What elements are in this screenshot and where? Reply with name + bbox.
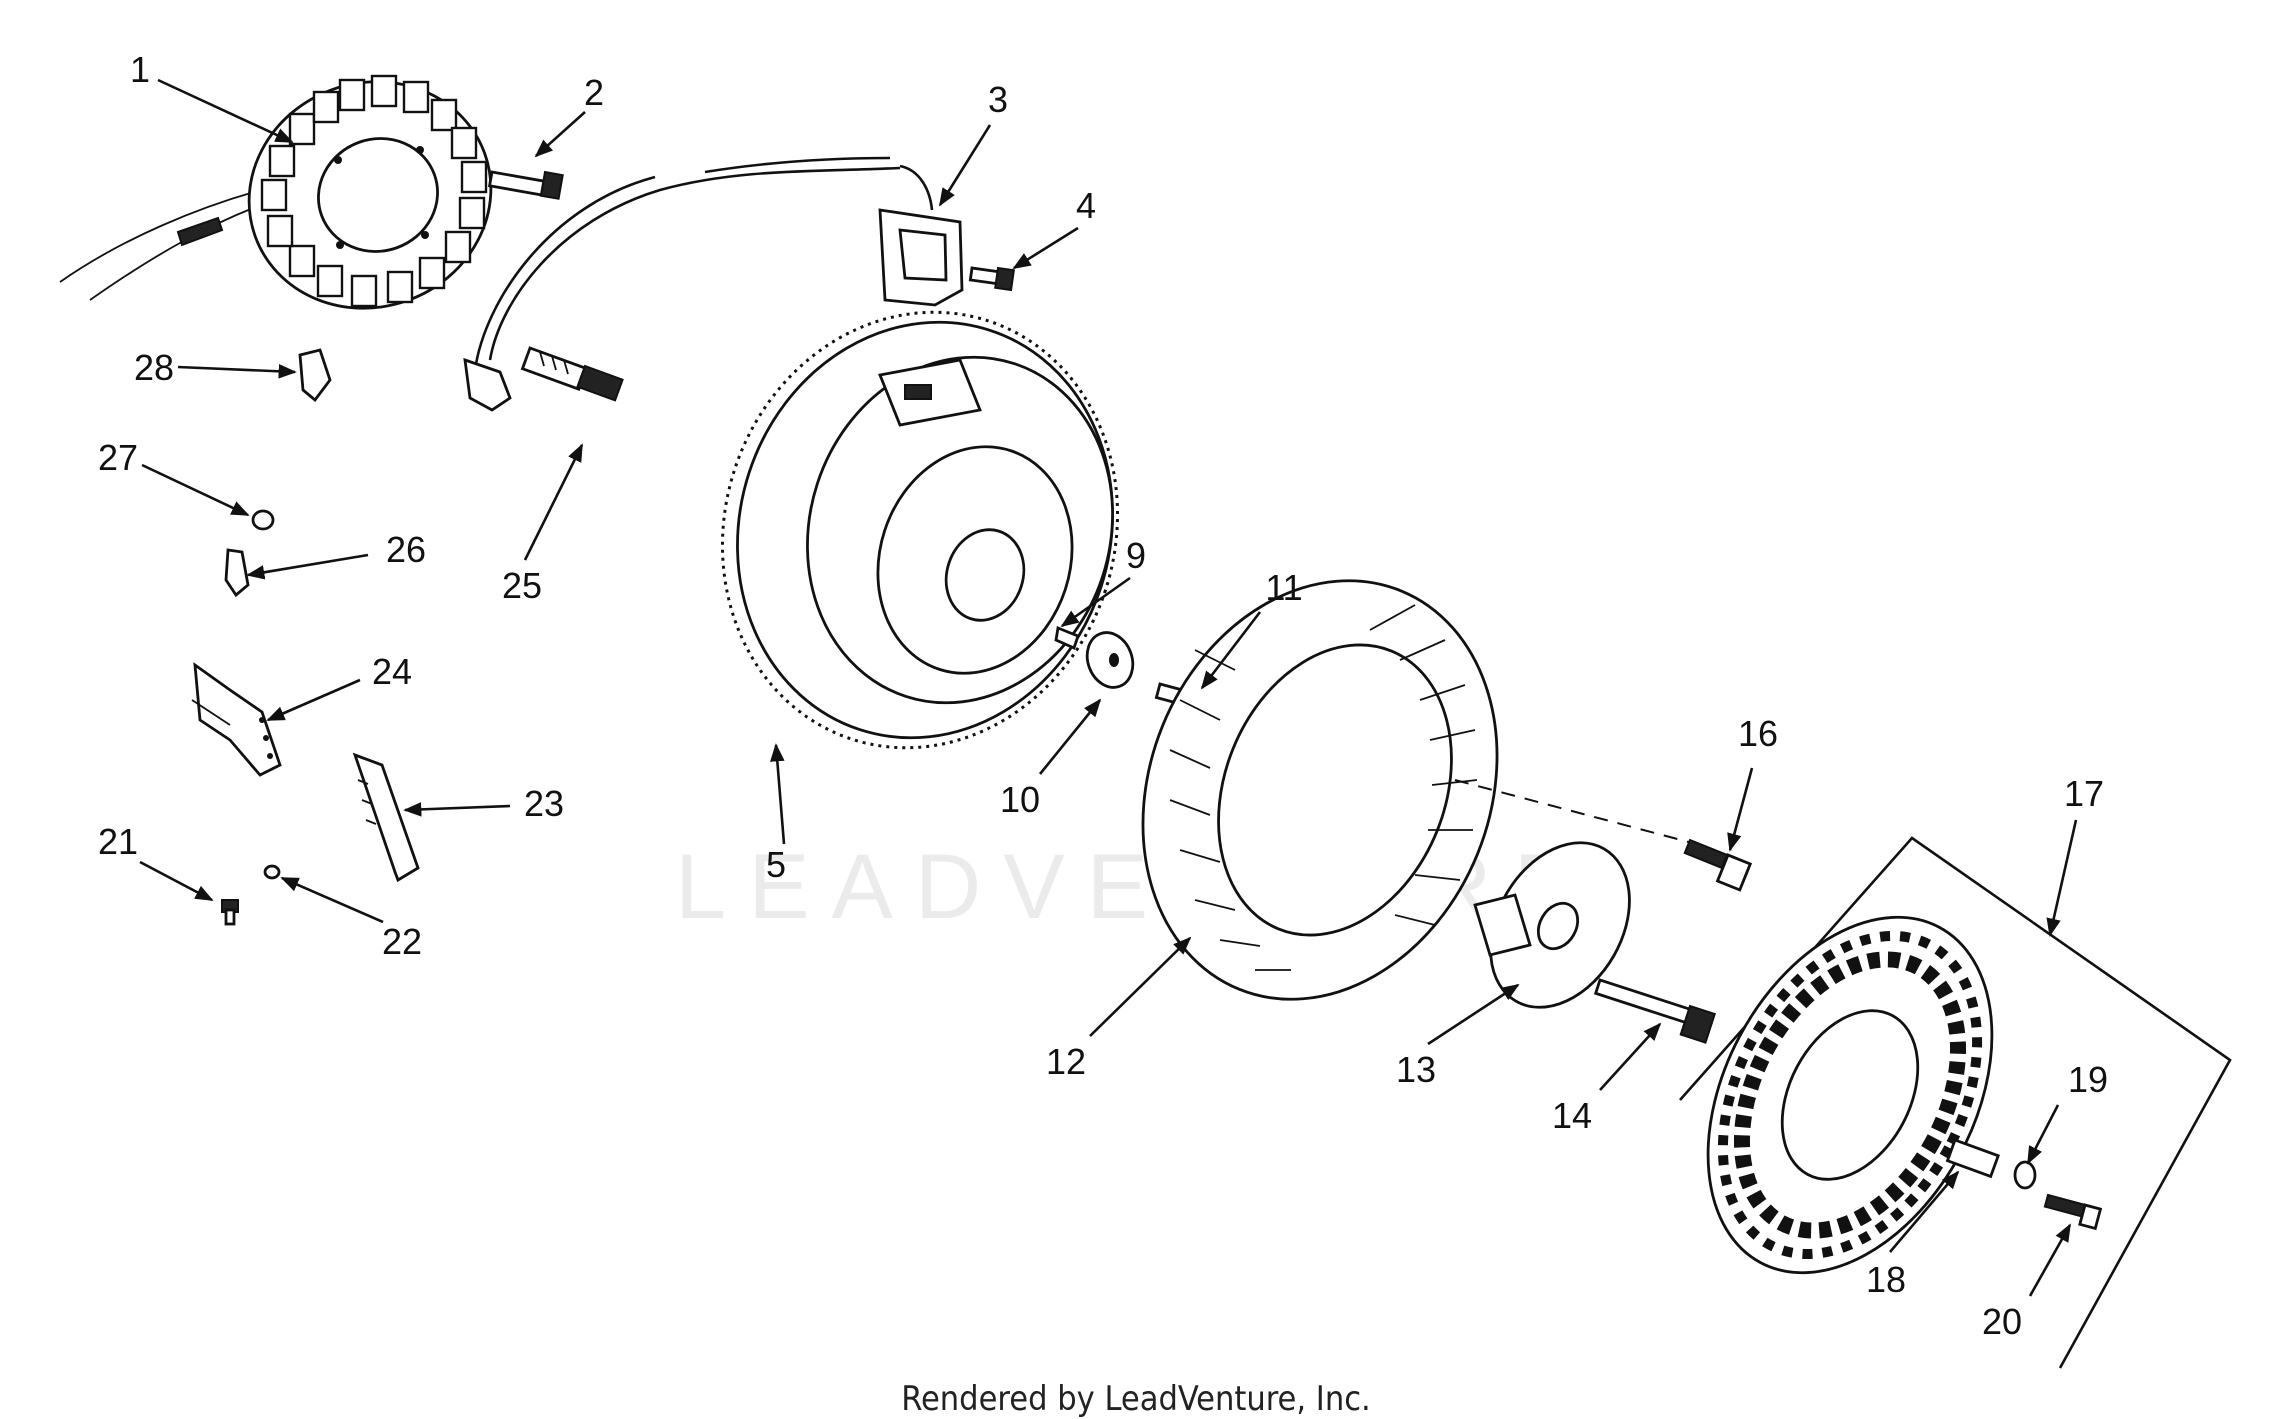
part-20-screw [2043,1193,2103,1231]
part-1-stator [59,74,493,310]
callout-4: 4 [1076,185,1096,226]
callout-1: 1 [130,49,150,90]
part-27-nut [251,509,275,531]
callout-17: 17 [2064,773,2104,814]
callout-2: 2 [584,72,604,113]
callout-14: 14 [1552,1095,1592,1136]
part-28-clip [298,348,332,403]
render-credit: Rendered by LeadVenture, Inc. [901,1379,1371,1419]
spark-plug-boot [463,357,512,412]
leader-lines [139,78,2078,1297]
part-14-bolt [1593,978,1716,1044]
callout-21: 21 [98,821,138,862]
callout-12: 12 [1046,1041,1086,1082]
part-25-spark-plug [520,346,624,402]
callout-13: 13 [1396,1049,1436,1090]
callout-23: 23 [524,783,564,824]
callout-28: 28 [134,347,174,388]
callout-11: 11 [1265,567,1302,608]
callout-labels: 1 2 3 4 5 9 10 11 12 13 14 16 17 18 19 2… [98,49,2108,1342]
callout-9: 9 [1126,535,1146,576]
callout-19: 19 [2068,1059,2108,1100]
part-16-bolt [1683,838,1753,892]
part-22-washer [263,864,281,880]
part-19-washer [2013,1160,2037,1190]
part-10-washer [1085,631,1135,689]
callout-25: 25 [502,565,542,606]
part-24-bracket [191,662,282,777]
callout-24: 24 [372,651,412,692]
part-17-screen-kit [1679,836,2232,1369]
callout-5: 5 [766,844,786,885]
callout-3: 3 [988,79,1008,120]
part-18-spacer [1945,1138,2001,1179]
part-2-bolt [487,170,564,200]
part-23-bracket [352,752,420,883]
callout-26: 26 [386,529,426,570]
part-26-clamp [224,548,250,598]
part-9-key [1054,626,1080,650]
callout-16: 16 [1738,713,1778,754]
part-12-fan [1141,579,1499,1001]
part-21-screw [221,899,239,926]
callout-27: 27 [98,437,138,478]
part-5-flywheel [720,310,1120,750]
part-4-screw [968,266,1015,292]
part-3-ignition-module [473,156,964,371]
callout-18: 18 [1866,1259,1906,1300]
callout-20: 20 [1982,1301,2022,1342]
part-13-pulley [1473,841,1631,1009]
callout-10: 10 [1000,779,1040,820]
alignment-line [1454,779,1701,846]
callout-22: 22 [382,921,422,962]
